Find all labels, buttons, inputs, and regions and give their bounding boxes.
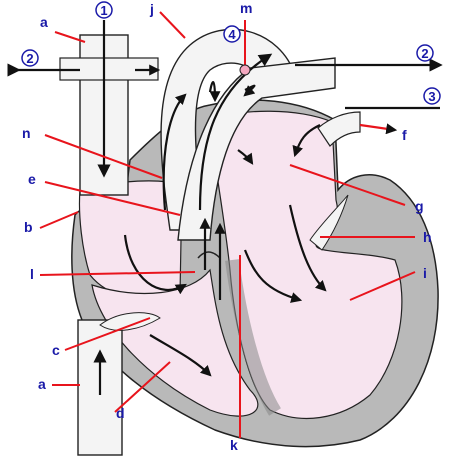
label-c: c	[52, 342, 60, 358]
flow-number-3: 3	[428, 89, 435, 104]
pulmonary-trunk	[177, 57, 336, 241]
label-e: e	[28, 171, 36, 187]
label-b: b	[24, 219, 33, 235]
label-a-bottom: a	[38, 376, 46, 392]
label-m: m	[240, 0, 252, 16]
label-l: l	[30, 266, 34, 282]
flow-number-2-left: 2	[26, 51, 33, 66]
mitral-valve	[309, 194, 349, 251]
aortic-valve	[197, 251, 221, 259]
flow-number-2-right: 2	[421, 46, 428, 61]
label-i: i	[423, 265, 427, 281]
flow-number-badges	[21, 1, 441, 105]
label-f: f	[402, 127, 407, 143]
marker-m	[239, 64, 251, 76]
flow-number-4: 4	[228, 27, 236, 42]
pulmonary-vein-right	[317, 111, 361, 147]
leader-lines	[39, 11, 416, 438]
label-d: d	[116, 405, 125, 421]
label-h: h	[423, 229, 432, 245]
flow-arrows	[7, 20, 443, 395]
label-n: n	[22, 125, 31, 141]
label-k: k	[230, 437, 238, 453]
label-g: g	[415, 198, 424, 214]
flow-number-1: 1	[100, 3, 107, 18]
label-j: j	[149, 1, 154, 17]
label-a-top: a	[40, 14, 48, 30]
septum	[225, 259, 282, 416]
